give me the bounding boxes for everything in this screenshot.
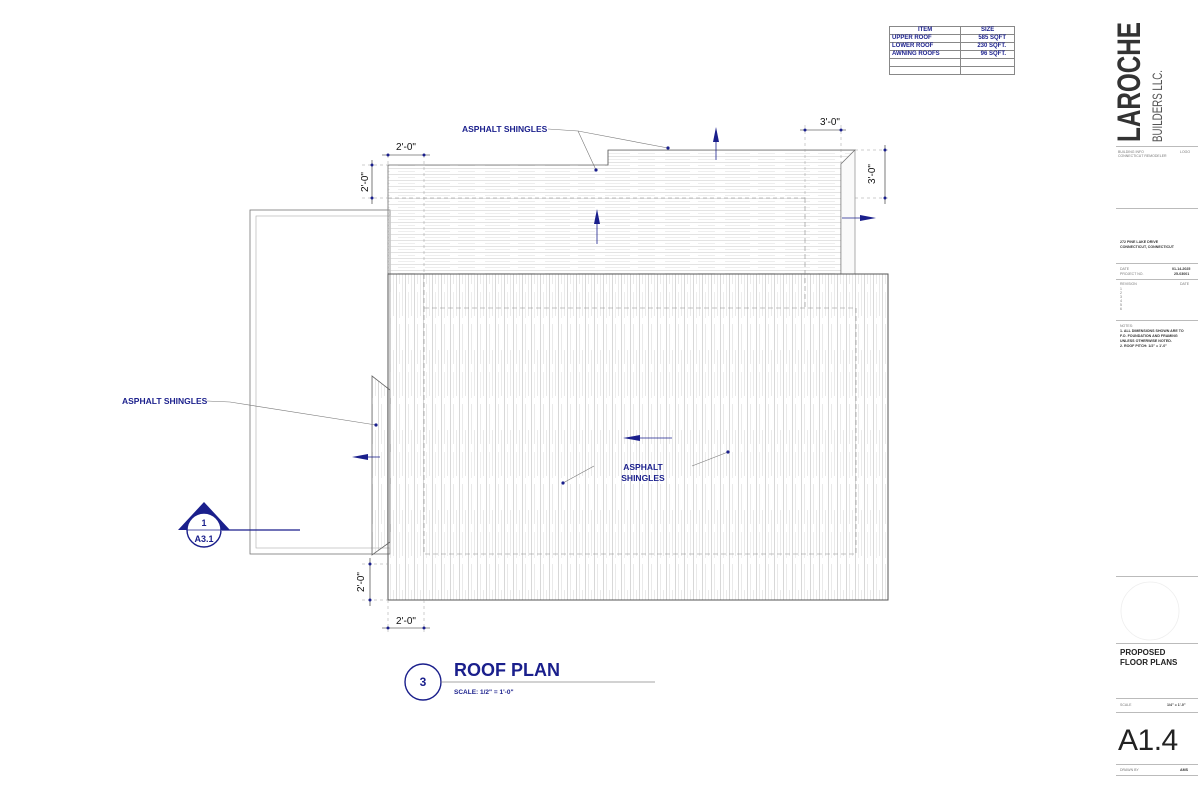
dim-bottom-left: 2'-0" — [396, 616, 416, 627]
table-row-empty — [888, 58, 1015, 67]
notes-label: NOTES: — [1120, 324, 1134, 328]
awning-roof — [371, 375, 391, 556]
sheet-title-line-2: FLOOR PLANS — [1120, 658, 1178, 667]
seal-circle — [1120, 581, 1180, 641]
company-main: LAROCHE — [1111, 22, 1147, 142]
slope-arrow-right — [842, 215, 876, 221]
revision-number: 4 — [1120, 299, 1122, 303]
title-name: ROOF PLAN — [454, 660, 560, 680]
upper-roof — [387, 149, 856, 275]
dimension-lines — [368, 128, 887, 630]
area-size: 585 SQFT — [960, 34, 1015, 43]
revision-label: REVISION — [1120, 282, 1137, 286]
slope-arrow-up-top — [713, 127, 719, 160]
section-sheet: A3.1 — [194, 534, 213, 544]
area-size: 96 SQFT. — [960, 50, 1015, 59]
scale-label: SCALE — [1120, 703, 1132, 707]
drawn-label: DRAWN BY — [1120, 768, 1139, 772]
dim-right-upper: 3'-0" — [867, 164, 878, 184]
area-table-header-item: ITEM — [888, 26, 962, 35]
revision-date-label: DATE — [1180, 282, 1190, 286]
table-row-empty — [888, 66, 1015, 75]
logo-note-left-2: CONNECTICUT REMODELER — [1118, 154, 1167, 158]
date-value: 01-14-2025 — [1172, 267, 1191, 271]
revision-number: 2 — [1120, 291, 1122, 295]
company-sub: BUILDERS LLC. — [1149, 70, 1165, 142]
table-row: AWNING ROOFS 96 SQFT. — [888, 50, 1015, 59]
section-marker[interactable]: 1 A3.1 — [178, 502, 300, 548]
revision-number: 6 — [1120, 307, 1122, 311]
note-2: 2. ROOF PITCH: 1/2" = 1'-0" — [1120, 344, 1167, 348]
area-size: 230 SQFT. — [960, 42, 1015, 51]
title-scale: SCALE: 1/2" = 1'-0" — [454, 689, 514, 696]
revision-number: 3 — [1120, 295, 1122, 299]
address-line-1: 272 PINE LAKE DRIVE — [1120, 240, 1159, 244]
section-number: 1 — [201, 518, 206, 528]
note-1c: UNLESS OTHERWISE NOTED. — [1120, 339, 1172, 343]
date-label: DATE — [1120, 267, 1130, 271]
area-item: AWNING ROOFS — [888, 50, 962, 59]
drawing-title: 3 ROOF PLAN SCALE: 1/2" = 1'-0" — [404, 660, 655, 701]
leader-dots — [374, 146, 730, 485]
slope-arrow-up-mid — [594, 209, 600, 244]
label-shingles-center-1: ASPHALT — [623, 462, 663, 472]
label-shingles-top: ASPHALT SHINGLES — [462, 124, 548, 134]
slope-arrow-left-awning — [352, 454, 380, 460]
address-line-2: CONNECTICUT, CONNECTICUT — [1120, 245, 1174, 249]
slope-arrow-left-lower — [623, 435, 672, 441]
area-table-header-size: SIZE — [960, 26, 1015, 35]
dim-top-left: 2'-0" — [396, 142, 416, 153]
dim-top-right: 3'-0" — [820, 117, 840, 128]
logo-note-left-1: BUILDING INFO — [1118, 150, 1144, 154]
sheet-title-line-1: PROPOSED — [1120, 648, 1166, 657]
drawn-value: AMS — [1180, 768, 1188, 772]
title-block: BUILDING INFO CONNECTICUT REMODELER LOGO… — [1112, 0, 1200, 800]
leader-lines — [206, 128, 729, 484]
revision-number: 1 — [1120, 287, 1122, 291]
scale-value: 1/4" = 1'-0" — [1167, 703, 1186, 707]
label-shingles-left: ASPHALT SHINGLES — [122, 396, 208, 406]
dim-left-upper: 2'-0" — [360, 172, 371, 192]
dim-left-lower: 2'-0" — [356, 572, 367, 592]
sheet-number: A1.4 — [1118, 724, 1178, 757]
sheet-title: PROPOSED FLOOR PLANS — [1120, 648, 1177, 668]
logo-note-right: LOGO — [1180, 150, 1191, 154]
revision-number: 5 — [1120, 303, 1122, 307]
note-1b: F.O. FOUNDATION AND FRAMING — [1120, 334, 1178, 338]
project-value: 25-03001 — [1174, 272, 1190, 276]
area-item: LOWER ROOF — [888, 42, 962, 51]
title-number: 3 — [420, 675, 427, 689]
roof-area-table: ITEM SIZE UPPER ROOF 585 SQFT LOWER ROOF… — [888, 26, 1015, 75]
left-wing-outline — [249, 209, 391, 555]
note-1a: 1. ALL DIMENSIONS SHOWN ARE TO — [1120, 329, 1184, 333]
table-row: UPPER ROOF 585 SQFT — [888, 34, 1015, 43]
label-shingles-center-2: SHINGLES — [621, 473, 665, 483]
table-row: LOWER ROOF 230 SQFT. — [888, 42, 1015, 51]
project-label: PROJECT NO. — [1120, 272, 1144, 276]
company-logo: LAROCHE BUILDERS LLC. — [1111, 22, 1165, 142]
area-item: UPPER ROOF — [888, 34, 962, 43]
